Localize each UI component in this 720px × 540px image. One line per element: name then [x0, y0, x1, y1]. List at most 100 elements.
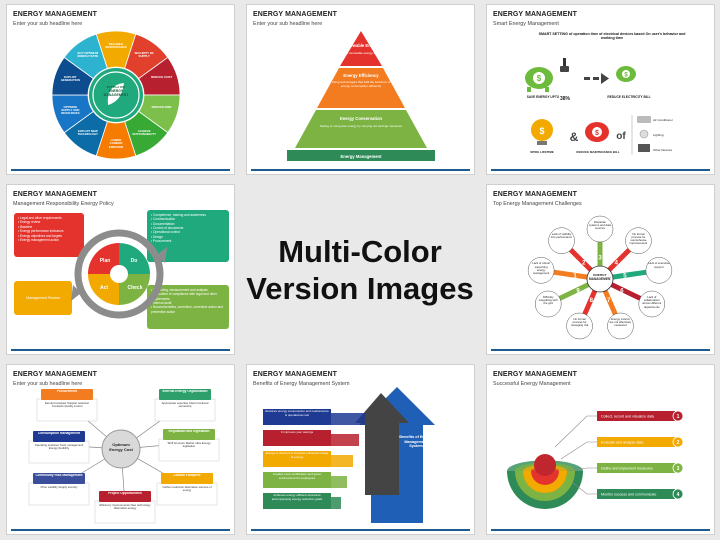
act-label: Management Review — [26, 296, 60, 300]
policy-list-item: • Control of documents — [151, 225, 184, 230]
wheel-segment-label: OPTIMIZE SUPPLY AND RESOURCES — [61, 105, 80, 116]
piggy-bank-red-icon: $ — [585, 122, 609, 142]
policy-list-item: • Energy performance indicators — [18, 229, 64, 234]
challenges-diagram: Lack of robust supporting energy managem… — [527, 215, 673, 340]
cost-box-text: Operating practices Tools management Ene… — [34, 444, 84, 451]
cost-box-header — [161, 473, 213, 484]
benefit-step — [263, 451, 331, 467]
check-items-box: • Monitoring, measurement and analysis• … — [147, 285, 229, 329]
benefit-step-text: Achieves energy efficient structures acc… — [271, 494, 323, 501]
slide-title: ENERGY MANAGEMENT — [13, 11, 98, 18]
policy-list-item: • Internal audit — [151, 300, 172, 305]
reduce-bill-label: REDUCE ELECTRICITY BILL — [607, 95, 650, 99]
policy-list-item: • Operational control — [151, 230, 180, 235]
pyramid-text-3: Saving or using less energy by carrying … — [319, 125, 403, 128]
pdca-do-label: Do — [131, 258, 138, 264]
slide-subtitle: Enter your sub headline here — [253, 21, 323, 27]
spike-lifetime-label: SPIKE LIFETIME — [530, 150, 554, 154]
wheel-segment-label: REDUCE RISK — [151, 105, 172, 109]
slide-footer-bar — [491, 169, 710, 171]
policy-list-item: • Energy management action — [18, 238, 59, 243]
pyramid-label-1: Renewable Energy — [342, 43, 380, 48]
lighting-icon — [639, 129, 649, 139]
stair-block — [331, 497, 341, 509]
slide-thumbnail-7[interactable]: ENERGY MANAGEMENT Enter your sub headlin… — [6, 364, 235, 535]
policy-list-item: • Communication — [151, 217, 176, 222]
challenge-number: 6 — [620, 289, 624, 295]
success-item-badge — [672, 462, 684, 474]
benefit-step-text: It improves your savings — [280, 431, 314, 434]
slide-thumbnail-2[interactable]: ENERGY MANAGEMENT Enter your sub headlin… — [246, 4, 475, 175]
policy-list-item: • Nonconformities, correction, correctiv… — [151, 305, 223, 314]
smart-headline: SMART SETTING of operation time of elect… — [538, 32, 686, 40]
pyramid-level-renewable — [340, 31, 382, 66]
wheel-segment-label: ACHIEVE SUSTAINABILITY — [132, 129, 157, 137]
wheel-segment — [63, 33, 108, 80]
success-item-bar — [597, 463, 675, 473]
challenge-node: Lack of executive support — [645, 257, 673, 284]
slide-title: ENERGY MANAGEMENT — [13, 371, 98, 378]
challenge-hub — [586, 265, 614, 293]
slide-subtitle: Enter your sub headline here — [13, 381, 83, 387]
slide-thumbnail-1[interactable]: ENERGY MANAGEMENT Enter your sub headlin… — [6, 4, 235, 175]
challenge-hub-label: ENERGY MANAGEMENT — [589, 274, 611, 281]
pdca-act-label: Act — [100, 285, 108, 291]
slide-thumbnail-9[interactable]: ENERGY MANAGEMENT Successful Energy Mana… — [486, 364, 715, 535]
cost-box-header — [163, 429, 215, 440]
challenge-number: 1 — [573, 274, 577, 280]
stair-block — [331, 455, 353, 467]
slide-title: ENERGY MANAGEMENT — [253, 371, 338, 378]
challenge-node: Energy metrics are not effectively measu… — [607, 312, 634, 340]
cost-box-header — [33, 431, 85, 442]
success-item-text: Monitor success and communicate — [601, 493, 656, 497]
benefit-step — [263, 472, 331, 488]
pyramid-text-1: Use of renewable energy source — [339, 51, 383, 55]
slide-thumbnail-3[interactable]: ENERGY MANAGEMENT Smart Energy Managemen… — [486, 4, 715, 175]
slide-footer-bar — [491, 529, 710, 531]
slide-footer-bar — [251, 169, 470, 171]
policy-list-item: • Energy objectives and targets — [18, 233, 62, 238]
challenge-node: Lack of robust supporting energy managem… — [527, 257, 555, 284]
wheel-segment-label: EXPLOIT NEW TECHNOLOGY — [77, 129, 98, 137]
success-item-badge — [672, 488, 684, 500]
challenge-number: 5 — [623, 274, 627, 280]
cost-box-text: Efficiency improvements New technology A… — [99, 504, 151, 511]
pdca-check-quadrant — [119, 274, 150, 305]
challenge-node-text: Lack of robust supporting energy managem… — [532, 262, 550, 275]
wheel-segment-label: REDUCE COST — [151, 76, 173, 80]
slide-title: ENERGY MANAGEMENT — [13, 191, 98, 198]
slide-thumbnail-4[interactable]: ENERGY MANAGEMENT Management Responsibil… — [6, 184, 235, 355]
save-percent-label: 38% — [560, 96, 571, 102]
bowl-ring — [531, 471, 559, 485]
slide-subtitle: Management Responsibility Energy Policy — [13, 201, 114, 207]
success-item-number: 2 — [677, 440, 680, 446]
challenge-number: 8 — [590, 298, 594, 304]
leaf-icon — [107, 83, 124, 105]
policy-list-item: • Competence, training and awareness — [151, 213, 206, 217]
challenge-number: 4 — [615, 261, 619, 267]
pdca-check-label: Check — [127, 285, 142, 291]
arrow-label: Benefits of Energy Management System — [399, 435, 433, 449]
wheel-segment-label: BUY OPTIMUM ENERGY RATE — [77, 52, 99, 59]
cost-box-title: Commodity Risk Management — [35, 474, 83, 477]
slide-subtitle: Smart Energy Management — [493, 21, 559, 27]
bowl-leader-line — [554, 415, 597, 448]
slide-title: ENERGY MANAGEMENT — [493, 11, 578, 18]
bowl-leader-line — [566, 467, 597, 472]
cost-box-title: Internal Energy Organization — [162, 390, 208, 393]
slide-subtitle: Enter your sub headline here — [13, 21, 83, 27]
challenge-node: No formal process for managing risk — [566, 312, 593, 340]
slide-footer-bar — [11, 349, 230, 351]
cost-box-title: Carbon Footprint — [173, 474, 201, 477]
cost-box-title: Regulation and legislation — [168, 430, 210, 433]
challenge-number: 2 — [582, 261, 586, 267]
pdca-cycle-diagram: Plan Do Check Act — [71, 229, 167, 319]
slide-thumbnail-8[interactable]: ENERGY MANAGEMENT Benefits of Energy Man… — [246, 364, 475, 535]
slide-thumbnail-6[interactable]: ENERGY MANAGEMENT Top Energy Management … — [486, 184, 715, 355]
lighting-label: Lighting — [653, 133, 664, 137]
success-item-text: Define and implement measures — [601, 467, 653, 471]
success-item-bar — [597, 411, 675, 421]
cost-box-header — [33, 473, 85, 484]
lightbulb-icon: $ — [531, 119, 553, 145]
